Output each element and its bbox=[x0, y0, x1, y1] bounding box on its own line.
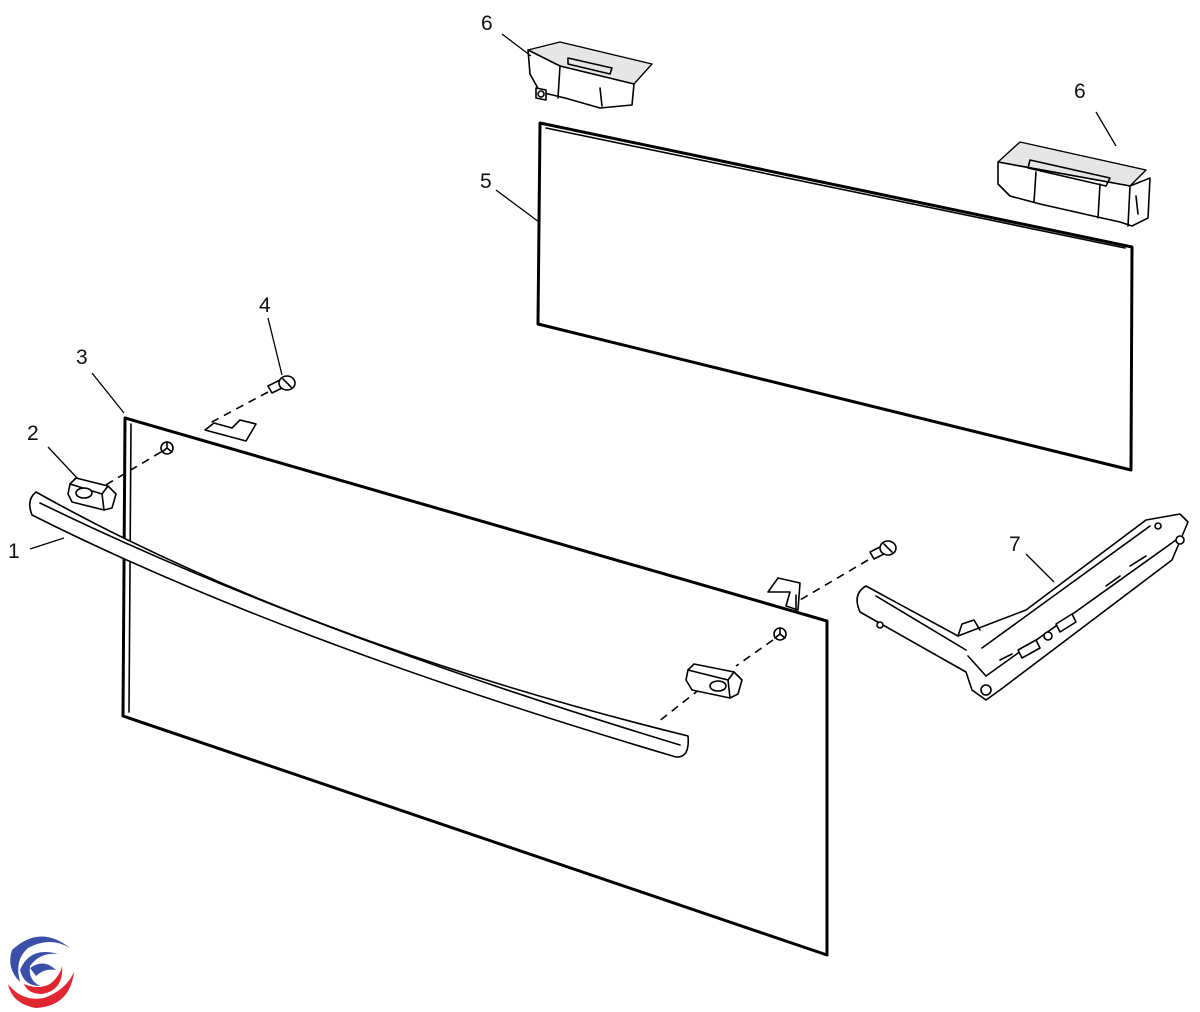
callout-4: 4 bbox=[259, 294, 271, 317]
part-2-end-cap-right bbox=[685, 663, 743, 699]
callout-1: 1 bbox=[8, 540, 20, 563]
hole-right bbox=[773, 627, 787, 641]
callout-3: 3 bbox=[76, 346, 88, 369]
assembly-line-left bbox=[103, 451, 162, 487]
part-7-hinge bbox=[856, 513, 1189, 701]
assembly-line-upper bbox=[209, 391, 269, 424]
assembly-line-lower-mid bbox=[735, 639, 774, 667]
callout-6-left: 6 bbox=[481, 12, 493, 35]
part-4-screw-lower bbox=[869, 540, 897, 560]
part-4-screw-upper bbox=[267, 375, 296, 394]
part-1-handle bbox=[28, 491, 690, 758]
part-5-inner-panel bbox=[536, 121, 1134, 472]
callout-7: 7 bbox=[1009, 533, 1021, 556]
assembly-line-handle bbox=[657, 688, 701, 723]
part-6-clip-right bbox=[997, 141, 1151, 227]
callout-2: 2 bbox=[27, 422, 39, 445]
callout-5: 5 bbox=[480, 170, 492, 193]
part-2-end-cap-left bbox=[67, 477, 117, 511]
brand-logo bbox=[4, 936, 76, 1012]
callout-leaders bbox=[29, 33, 1117, 583]
part-6-clip-left bbox=[527, 41, 653, 109]
callout-6-right: 6 bbox=[1074, 80, 1086, 103]
hole-left bbox=[160, 441, 174, 455]
